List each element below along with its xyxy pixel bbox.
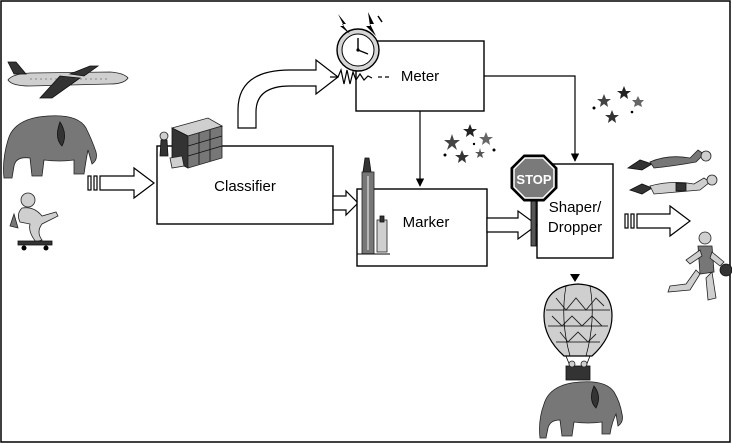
swimmer-icon — [626, 149, 712, 171]
meter-to-shaper-arrow — [484, 75, 580, 162]
filing-cabinet-icon — [159, 117, 224, 169]
marker-label: Marker — [403, 214, 450, 231]
classifier-label: Classifier — [214, 178, 276, 195]
shaper-label-line1: Shaper/ — [549, 199, 602, 216]
basketball-player-icon — [667, 231, 732, 301]
shaper-label-line2: Dropper — [548, 219, 602, 236]
swimmer-icon — [628, 174, 718, 195]
elephant-icon — [539, 381, 623, 439]
hot-air-balloon-icon — [543, 283, 613, 381]
meter-label: Meter — [401, 68, 439, 85]
lightning-icon — [338, 12, 383, 36]
airplane-icon — [7, 61, 129, 99]
marker-to-shaper-arrow — [486, 209, 539, 241]
marker-pen-icon — [357, 157, 390, 255]
stop-sign-text: STOP — [516, 172, 551, 187]
skateboarder-icon — [9, 192, 59, 251]
stop-sign-icon: STOP — [510, 154, 558, 247]
drop-indicator — [570, 274, 580, 282]
stars-icon — [443, 124, 496, 163]
pulse-line — [330, 68, 373, 85]
classifier-to-marker-arrow — [332, 189, 359, 217]
stars-icon — [592, 86, 644, 123]
elephant-icon — [3, 115, 97, 179]
classifier-to-meter-arrow — [237, 58, 339, 129]
input-arrow — [87, 166, 155, 200]
clock-icon — [336, 28, 380, 72]
output-arrow — [624, 204, 691, 238]
